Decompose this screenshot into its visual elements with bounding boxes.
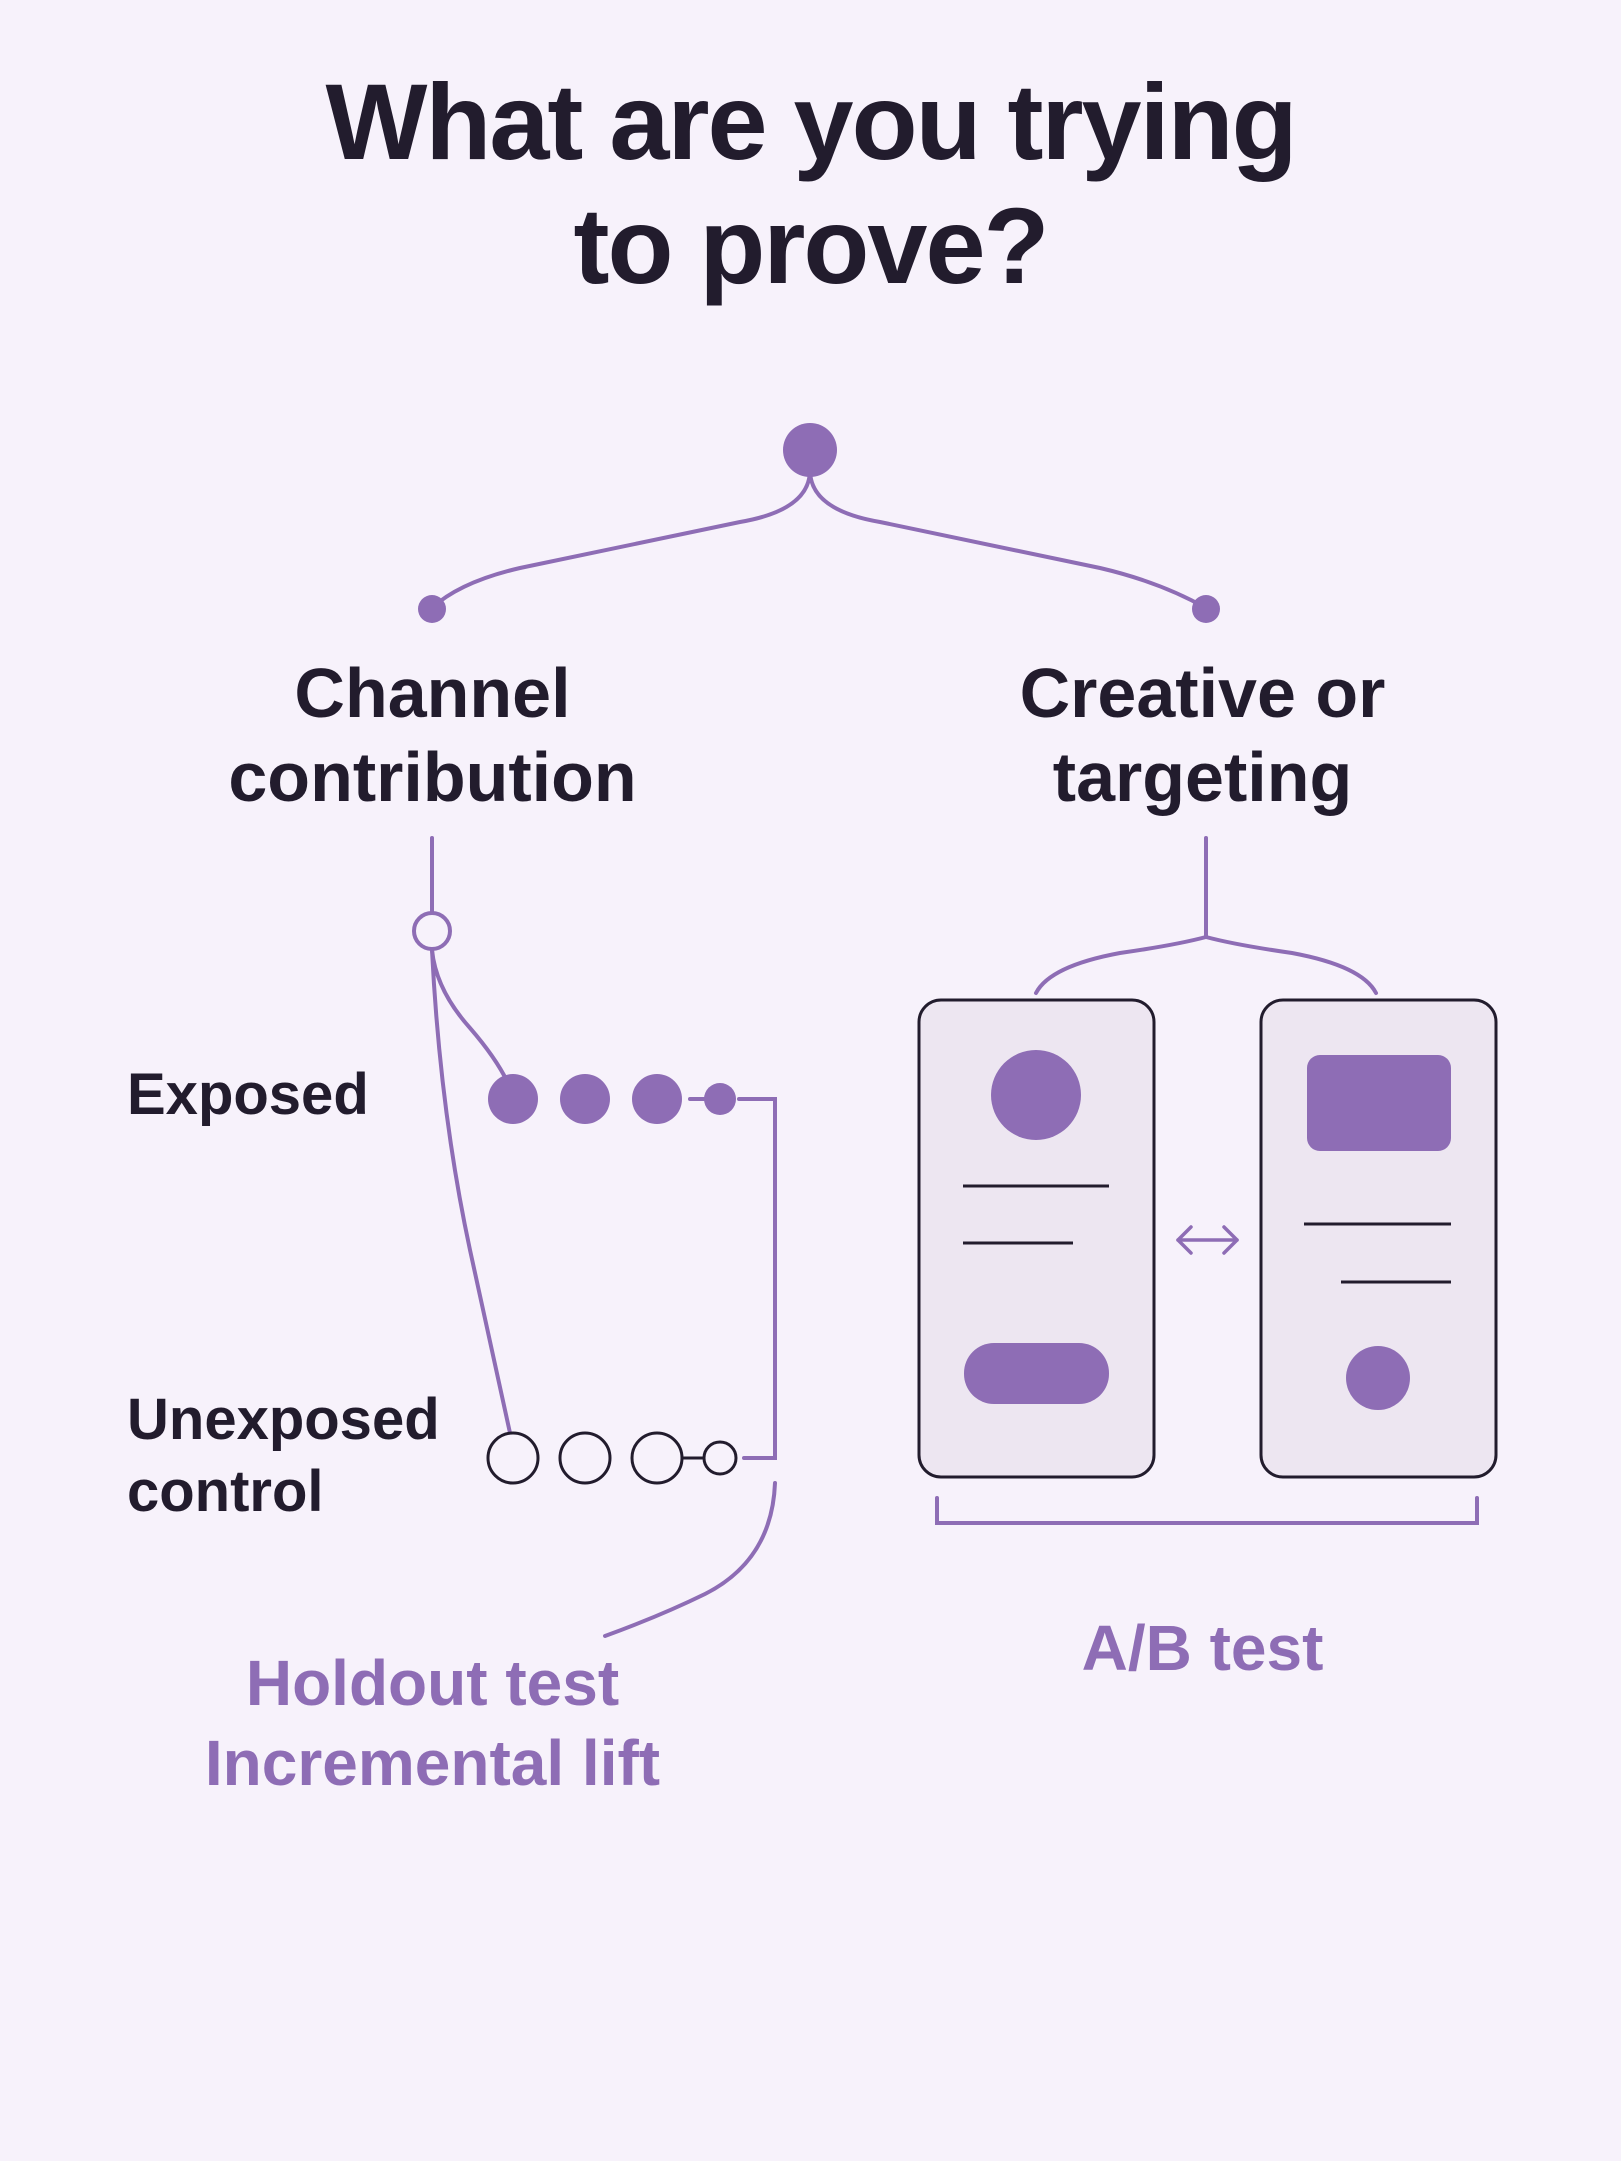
variant-a-connector: [1034, 935, 1208, 995]
ab-bracket: [935, 1496, 1479, 1525]
branch-channel-contribution: Channel contribution: [228, 654, 637, 816]
holdout-connectors: [430, 836, 777, 1638]
unexposed-dots: [486, 1431, 738, 1485]
label-unexposed-control: Unexposed control: [127, 1387, 440, 1524]
variant-b-card: [1259, 998, 1498, 1479]
variant-a-image: [991, 1050, 1081, 1140]
group-bracket: [737, 1097, 777, 1460]
unexposed-dot: [630, 1431, 684, 1485]
unexposed-dot: [558, 1431, 612, 1485]
right-split-connector: [808, 468, 1208, 610]
page-title: What are you trying to prove?: [325, 61, 1297, 306]
left-split-connector: [430, 468, 812, 610]
exposed-dot-small: [704, 1083, 736, 1115]
label-exposed: Exposed: [127, 1062, 369, 1127]
label-ab-test: A/B test: [1081, 1612, 1324, 1684]
variant-a-button: [964, 1343, 1109, 1404]
variant-b-button: [1346, 1346, 1410, 1410]
variant-b-image: [1307, 1055, 1451, 1151]
left-branch-node: [418, 595, 446, 623]
unexposed-connector: [430, 948, 512, 1435]
split-node: [412, 911, 452, 951]
exposed-dot: [560, 1074, 610, 1124]
label-holdout-test: Holdout test Incremental lift: [204, 1647, 661, 1799]
variant-a-card: [917, 998, 1156, 1479]
variant-b-connector: [1204, 935, 1378, 995]
right-branch-node: [1192, 595, 1220, 623]
exposed-connector: [430, 948, 510, 1085]
branch-creative-targeting: Creative or targeting: [1019, 654, 1386, 816]
exposed-dot: [632, 1074, 682, 1124]
ab-connectors: [935, 836, 1479, 1525]
unexposed-dot: [486, 1431, 540, 1485]
exposed-dot: [488, 1074, 538, 1124]
swap-arrow-icon: [1176, 1225, 1239, 1255]
unexposed-dot-small: [702, 1440, 738, 1476]
root-split: [430, 468, 1208, 610]
root-node: [783, 423, 837, 477]
exposed-dots: [488, 1074, 736, 1124]
holdout-pointer: [603, 1481, 777, 1638]
